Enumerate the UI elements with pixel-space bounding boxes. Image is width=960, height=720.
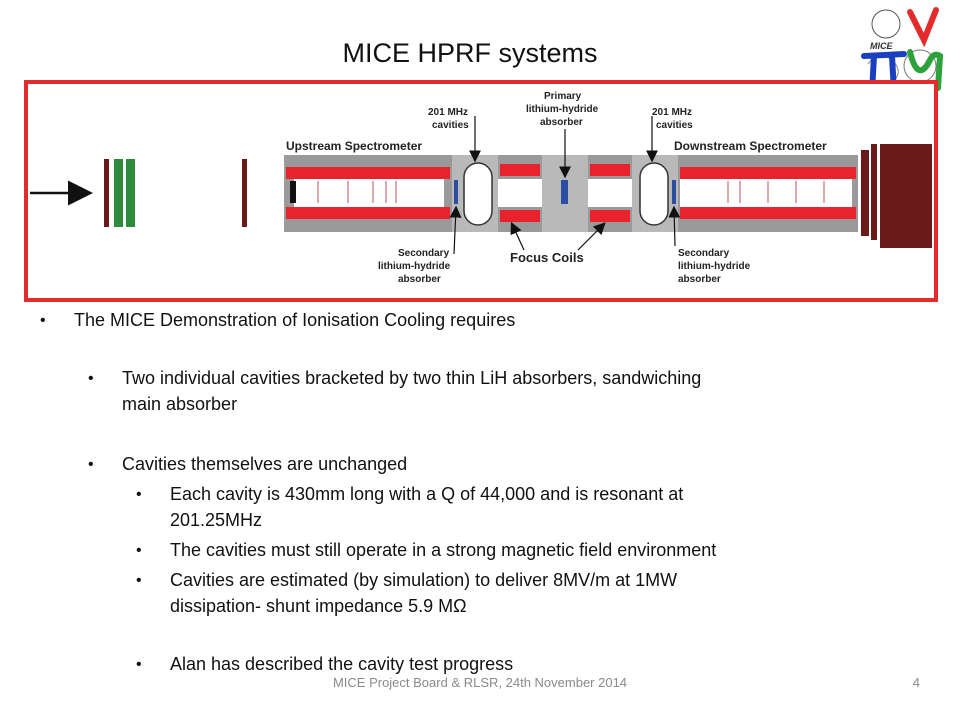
upstream-spectrometer — [284, 155, 452, 232]
slide-footer: MICE Project Board & RLSR, 24th November… — [332, 675, 628, 690]
label-primary-1: Primary — [544, 91, 582, 102]
bullet-text: Each cavity is 430mm long with a Q of 44… — [170, 484, 684, 504]
bullet-text: Alan has described the cavity test progr… — [170, 654, 514, 674]
detector-bar — [871, 144, 877, 240]
bullet-text: main absorber — [122, 394, 238, 414]
mice-logo-icon: MICE — [861, 7, 944, 95]
bullet-text: The MICE Demonstration of Ionisation Coo… — [74, 310, 516, 330]
detector-bar-green — [126, 159, 135, 227]
bullet-text: Two individual cavities bracketed by two… — [122, 368, 702, 388]
label-focus-coils: Focus Coils — [510, 250, 584, 265]
slide-title: MICE HPRF systems — [342, 38, 598, 68]
label-secondary-right-3: absorber — [678, 274, 721, 285]
bullet-dot-icon: • — [136, 542, 142, 559]
label-secondary-right-2: lithium-hydride — [678, 261, 751, 272]
focus-coil-left — [498, 155, 542, 232]
bullet-text: dissipation- shunt impedance 5.9 MΩ — [170, 596, 467, 616]
label-primary-2: lithium-hydride — [526, 104, 599, 115]
label-upstream-spectrometer: Upstream Spectrometer — [286, 139, 422, 153]
bullet-text: Cavities themselves are unchanged — [122, 454, 408, 474]
detector-bar — [104, 159, 109, 227]
detector-bar — [861, 150, 869, 236]
label-cavities-left-2: cavities — [432, 120, 469, 131]
bullet-dot-icon: • — [136, 486, 142, 503]
label-cavities-right-1: 201 MHz — [652, 107, 692, 118]
logo-text: MICE — [870, 41, 893, 51]
beamline-diagram: Upstream Spectrometer Downstream Spectro… — [24, 80, 938, 302]
page-number: 4 — [912, 675, 920, 690]
label-secondary-left-2: lithium-hydride — [378, 261, 451, 272]
bullet-dot-icon: • — [40, 312, 46, 329]
calorimeter-block — [880, 144, 932, 248]
bullet-dot-icon: • — [88, 456, 94, 473]
bullet-text: 201.25MHz — [170, 510, 263, 530]
cavity-module-right — [632, 155, 678, 232]
focus-coil-right — [588, 155, 632, 232]
bullet-dot-icon: • — [88, 370, 94, 387]
label-cavities-left-1: 201 MHz — [428, 107, 468, 118]
beamline-schematic: Upstream Spectrometer Downstream Spectro… — [30, 91, 932, 285]
label-secondary-left-3: absorber — [398, 274, 441, 285]
label-primary-3: absorber — [540, 117, 583, 128]
bullet-dot-icon: • — [136, 572, 142, 589]
detector-bar — [242, 159, 247, 227]
label-secondary-right-1: Secondary — [678, 248, 730, 259]
label-secondary-left-1: Secondary — [398, 248, 450, 259]
bullet-dot-icon: • — [136, 656, 142, 673]
cavity-module-left — [452, 155, 498, 232]
detector-bar-green — [114, 159, 123, 227]
label-downstream-spectrometer: Downstream Spectrometer — [674, 139, 827, 153]
label-cavities-right-2: cavities — [656, 120, 693, 131]
mice-logo: MICE — [860, 4, 946, 101]
bullet-text: Cavities are estimated (by simulation) t… — [170, 570, 678, 590]
bullet-text: The cavities must still operate in a str… — [170, 540, 717, 560]
downstream-spectrometer — [678, 155, 858, 232]
